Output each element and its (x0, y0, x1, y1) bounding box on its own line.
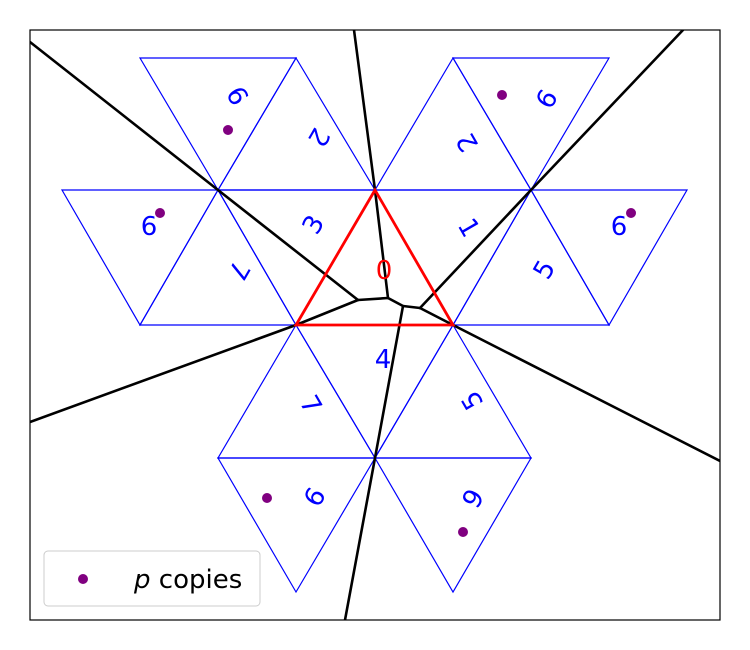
label-5-bottom: 5 (456, 385, 490, 414)
p-copy-point (223, 125, 233, 135)
triangle-9-top-right (451, 57, 611, 192)
voronoi-central-chain (356, 296, 422, 310)
legend: p copies (43, 550, 261, 607)
triangle-2-top-right (373, 56, 533, 191)
plot-frame (29, 29, 721, 621)
voronoi-edge-top-right (418, 30, 685, 310)
triangle-6-left (60, 189, 220, 327)
label-6-right: 6 (611, 212, 628, 242)
legend-box (43, 550, 261, 607)
legend-marker-dot (78, 574, 88, 584)
label-9-top-right: 9 (528, 83, 562, 112)
p-copy-point (626, 208, 636, 218)
p-copy-point (458, 527, 468, 537)
triangle-9-bottom-right (373, 457, 533, 594)
p-copy-point (262, 493, 272, 503)
label-3: 3 (297, 210, 331, 239)
triangle-5-bottom (373, 323, 533, 459)
label-5-right: 5 (528, 255, 562, 284)
label-9-bottom-left: 9 (296, 481, 330, 510)
p-copy-point (155, 208, 165, 218)
p-copies-points (155, 90, 636, 537)
label-7-bottom: 7 (293, 390, 327, 419)
label-4: 4 (375, 345, 392, 375)
label-9-top-left: 9 (222, 80, 256, 109)
voronoi-edge-top-left (30, 40, 360, 302)
legend-label: p copies (133, 565, 242, 595)
label-1: 1 (451, 213, 485, 242)
voronoi-edge-right (418, 306, 720, 463)
p-copy-point (497, 90, 507, 100)
triangle-2-top-left (216, 56, 377, 191)
label-central-0: 0 (376, 256, 393, 286)
label-9-bottom-right: 9 (457, 484, 491, 513)
triangle-3 (216, 189, 377, 327)
legend-label-text: copies (151, 565, 243, 595)
triangle-6-right (529, 189, 689, 327)
central-triangle (293, 187, 456, 327)
label-2-top-right: 2 (451, 127, 485, 156)
label-6-left: 6 (141, 212, 158, 242)
triangle-9-bottom-left (216, 457, 377, 594)
triangle-5-right (451, 188, 611, 326)
label-2-top-left: 2 (301, 122, 335, 151)
label-7-left: 7 (221, 255, 255, 284)
voronoi-edge-bottom (343, 304, 405, 620)
legend-label-var: p (133, 565, 151, 595)
triangle-9-top-left (138, 57, 298, 192)
